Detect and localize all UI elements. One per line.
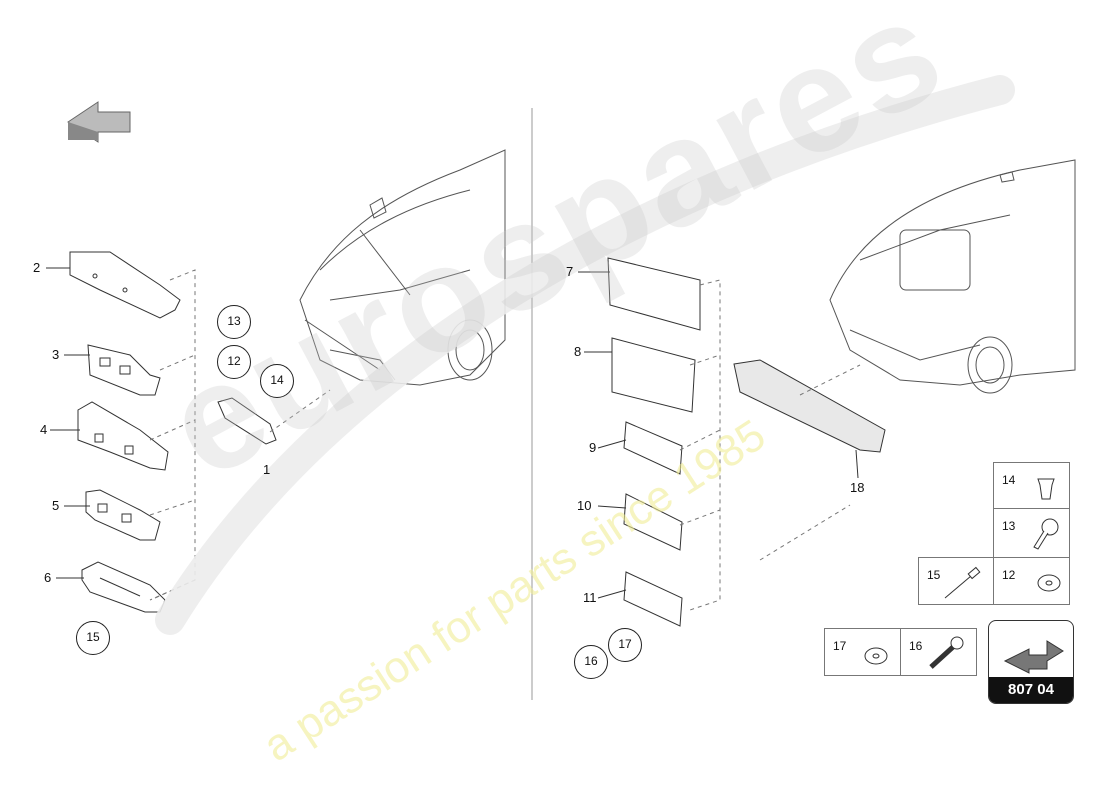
part-2-bracket: [69, 251, 181, 319]
callout-8: 8: [574, 344, 582, 359]
part-7-plate: [607, 257, 701, 331]
bolt-icon: [929, 636, 964, 669]
washer-icon: [1037, 574, 1061, 592]
circled-callout-17: 17: [608, 628, 642, 662]
legend-number: 16: [909, 639, 923, 653]
screw-icon: [1033, 518, 1059, 550]
part-10-plate: [623, 493, 683, 551]
part-5-bracket: [85, 489, 161, 541]
legend-cell-15: 15: [918, 557, 994, 605]
legend-cell-12: 12: [993, 557, 1070, 605]
legend-number: 14: [1002, 473, 1016, 487]
direction-arrow-icon: [67, 101, 131, 143]
legend-number: 17: [833, 639, 847, 653]
circled-callout-13: 13: [217, 305, 251, 339]
part-9-plate: [623, 421, 683, 475]
callout-5: 5: [52, 498, 60, 513]
direction-arrow-icon: [1003, 640, 1064, 674]
callout-10: 10: [577, 498, 592, 513]
legend-cell-14: 14: [993, 462, 1070, 509]
washer-icon: [864, 647, 888, 665]
circled-callout-14: 14: [260, 364, 294, 398]
legend-number: 15: [927, 568, 941, 582]
legend-number: 13: [1002, 519, 1016, 533]
car-rear-drawing: [829, 159, 1076, 394]
part-4-bracket: [77, 401, 169, 471]
circled-callout-15: 15: [76, 621, 110, 655]
legend-cell-17: 17: [824, 628, 901, 676]
part-3-bracket: [87, 344, 161, 396]
callout-18: 18: [850, 480, 865, 495]
callout-2: 2: [33, 260, 41, 275]
rivet-icon: [944, 566, 981, 599]
legend-cell-13: 13: [993, 508, 1070, 558]
callout-7: 7: [566, 264, 574, 279]
callout-1: 1: [263, 462, 271, 477]
part-8-plate: [611, 337, 696, 413]
part-1-bracket: [217, 397, 277, 445]
part-18-grille: [733, 359, 886, 453]
page-code-badge: 807 04: [988, 620, 1074, 704]
nut-insert-icon: [1037, 478, 1055, 500]
callout-3: 3: [52, 347, 60, 362]
callout-4: 4: [40, 422, 48, 437]
page-code: 807 04: [989, 677, 1073, 703]
callout-11: 11: [583, 590, 597, 605]
watermark: [155, 75, 1015, 635]
circled-callout-16: 16: [574, 645, 608, 679]
legend-cell-16: 16: [900, 628, 977, 676]
part-6-bracket: [81, 561, 166, 613]
callout-9: 9: [589, 440, 597, 455]
part-11-plate: [623, 571, 683, 627]
callout-6: 6: [44, 570, 52, 585]
circled-callout-12: 12: [217, 345, 251, 379]
legend-number: 12: [1002, 568, 1016, 582]
leader-lines: [46, 267, 859, 599]
